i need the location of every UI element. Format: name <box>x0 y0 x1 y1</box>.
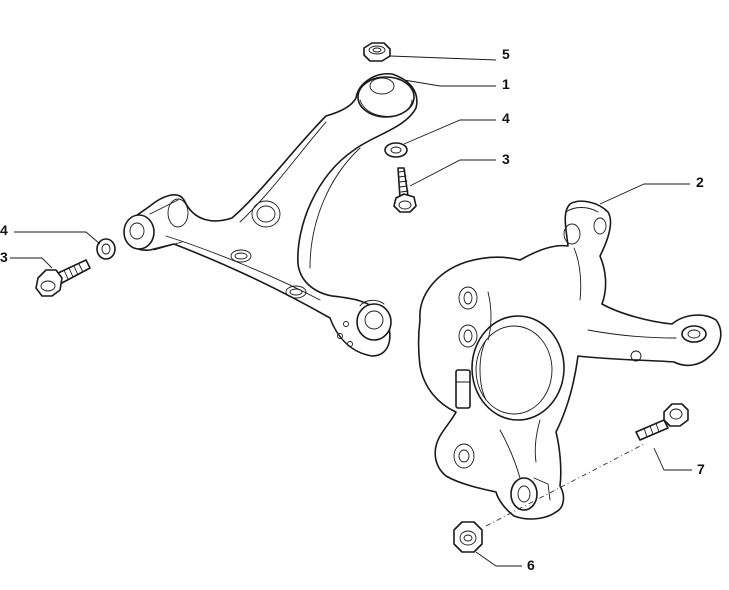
callout-3-left: 3 <box>0 249 8 265</box>
alignment-line <box>485 443 645 527</box>
washer-4-upper <box>384 142 408 158</box>
callout-4-upper: 4 <box>502 110 510 126</box>
callout-3-upper: 3 <box>502 151 510 167</box>
callout-2: 2 <box>696 174 704 190</box>
lower-control-arm <box>123 73 418 357</box>
callout-5: 5 <box>502 46 510 62</box>
bolt-3-upper <box>393 167 417 213</box>
washer-4-left <box>96 238 116 260</box>
steering-knuckle <box>417 200 722 520</box>
callout-7: 7 <box>697 461 705 477</box>
nut-6 <box>453 521 483 553</box>
leader-lines <box>10 55 692 567</box>
callout-4-left: 4 <box>0 222 8 238</box>
nut-5 <box>363 42 391 62</box>
bolt-7 <box>635 403 689 441</box>
callout-6: 6 <box>527 557 535 573</box>
callout-1: 1 <box>502 76 510 92</box>
bolt-3-left <box>35 259 91 297</box>
